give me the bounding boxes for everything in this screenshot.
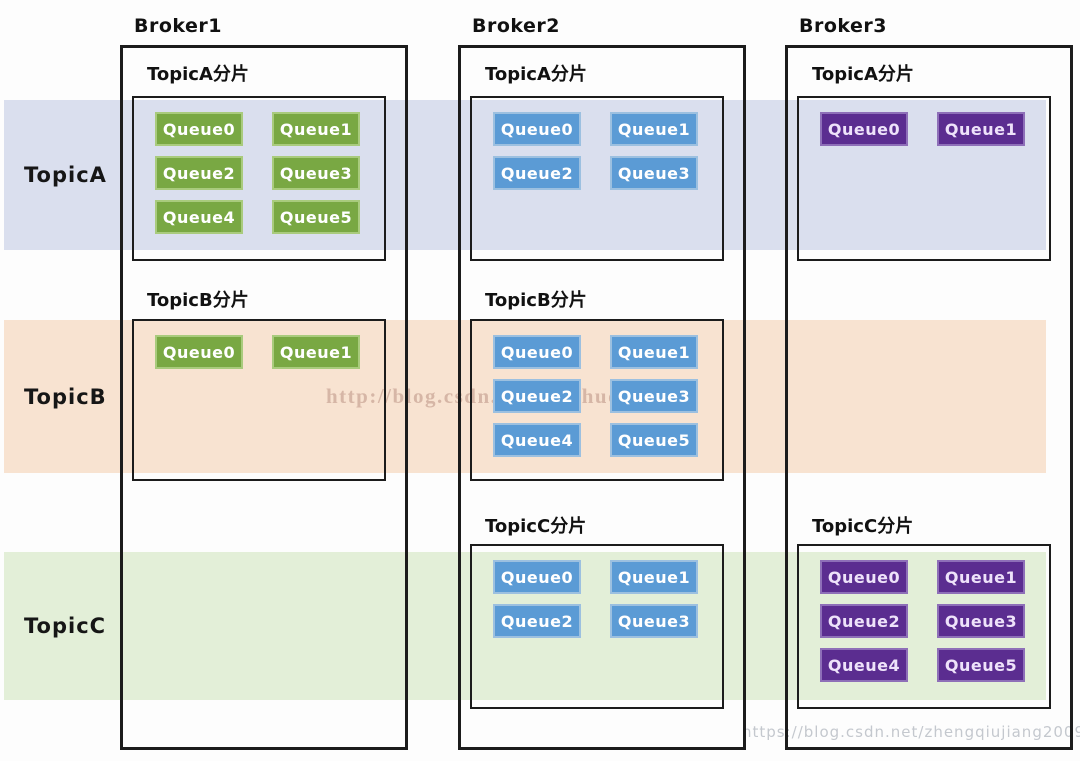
broker-label: Broker3 (799, 15, 888, 37)
queue-tile: Queue2 (493, 379, 581, 413)
topic-band-label: TopicC (24, 614, 107, 638)
queue-tile: Queue5 (610, 423, 698, 457)
queue-tile: Queue1 (937, 560, 1025, 594)
queue-tile: Queue4 (820, 648, 908, 682)
queue-tile: Queue0 (820, 112, 908, 146)
queue-tile: Queue1 (610, 335, 698, 369)
queue-tile: Queue1 (937, 112, 1025, 146)
queue-tile: Queue2 (493, 604, 581, 638)
queue-tile: Queue3 (610, 604, 698, 638)
topic-band-label: TopicB (24, 384, 107, 409)
queue-tile: Queue1 (272, 335, 360, 369)
queue-tile: Queue0 (493, 112, 581, 146)
shard-queue-box: Queue0 Queue1 (797, 96, 1051, 261)
broker-label: Broker2 (472, 15, 561, 37)
queue-tile: Queue2 (493, 156, 581, 190)
queue-tile: Queue5 (272, 200, 360, 234)
queue-tile: Queue0 (820, 560, 908, 594)
queue-tile: Queue4 (155, 200, 243, 234)
queue-tile: Queue1 (610, 112, 698, 146)
shard-queue-box: Queue0 Queue1 (132, 319, 386, 481)
shard-title: TopicA分片 (485, 64, 587, 85)
shard-title: TopicA分片 (147, 64, 249, 85)
shard-title: TopicB分片 (485, 290, 587, 311)
queue-tile: Queue3 (610, 156, 698, 190)
queue-tile: Queue0 (155, 335, 243, 369)
queue-tile: Queue2 (155, 156, 243, 190)
queue-tile: Queue5 (937, 648, 1025, 682)
queue-tile: Queue3 (272, 156, 360, 190)
queue-tile: Queue0 (493, 335, 581, 369)
queue-tile: Queue2 (820, 604, 908, 638)
broker-label: Broker1 (134, 15, 223, 37)
queue-tile: Queue1 (272, 112, 360, 146)
queue-tile: Queue3 (937, 604, 1025, 638)
queue-tile: Queue4 (493, 423, 581, 457)
topic-band-label: TopicA (24, 163, 107, 187)
queue-tile: Queue0 (493, 560, 581, 594)
shard-title: TopicA分片 (812, 64, 914, 85)
shard-title: TopicC分片 (812, 516, 914, 537)
shard-title: TopicC分片 (485, 516, 587, 537)
queue-tile: Queue3 (610, 379, 698, 413)
shard-title: TopicB分片 (147, 290, 249, 311)
queue-tile: Queue0 (155, 112, 243, 146)
queue-tile: Queue1 (610, 560, 698, 594)
